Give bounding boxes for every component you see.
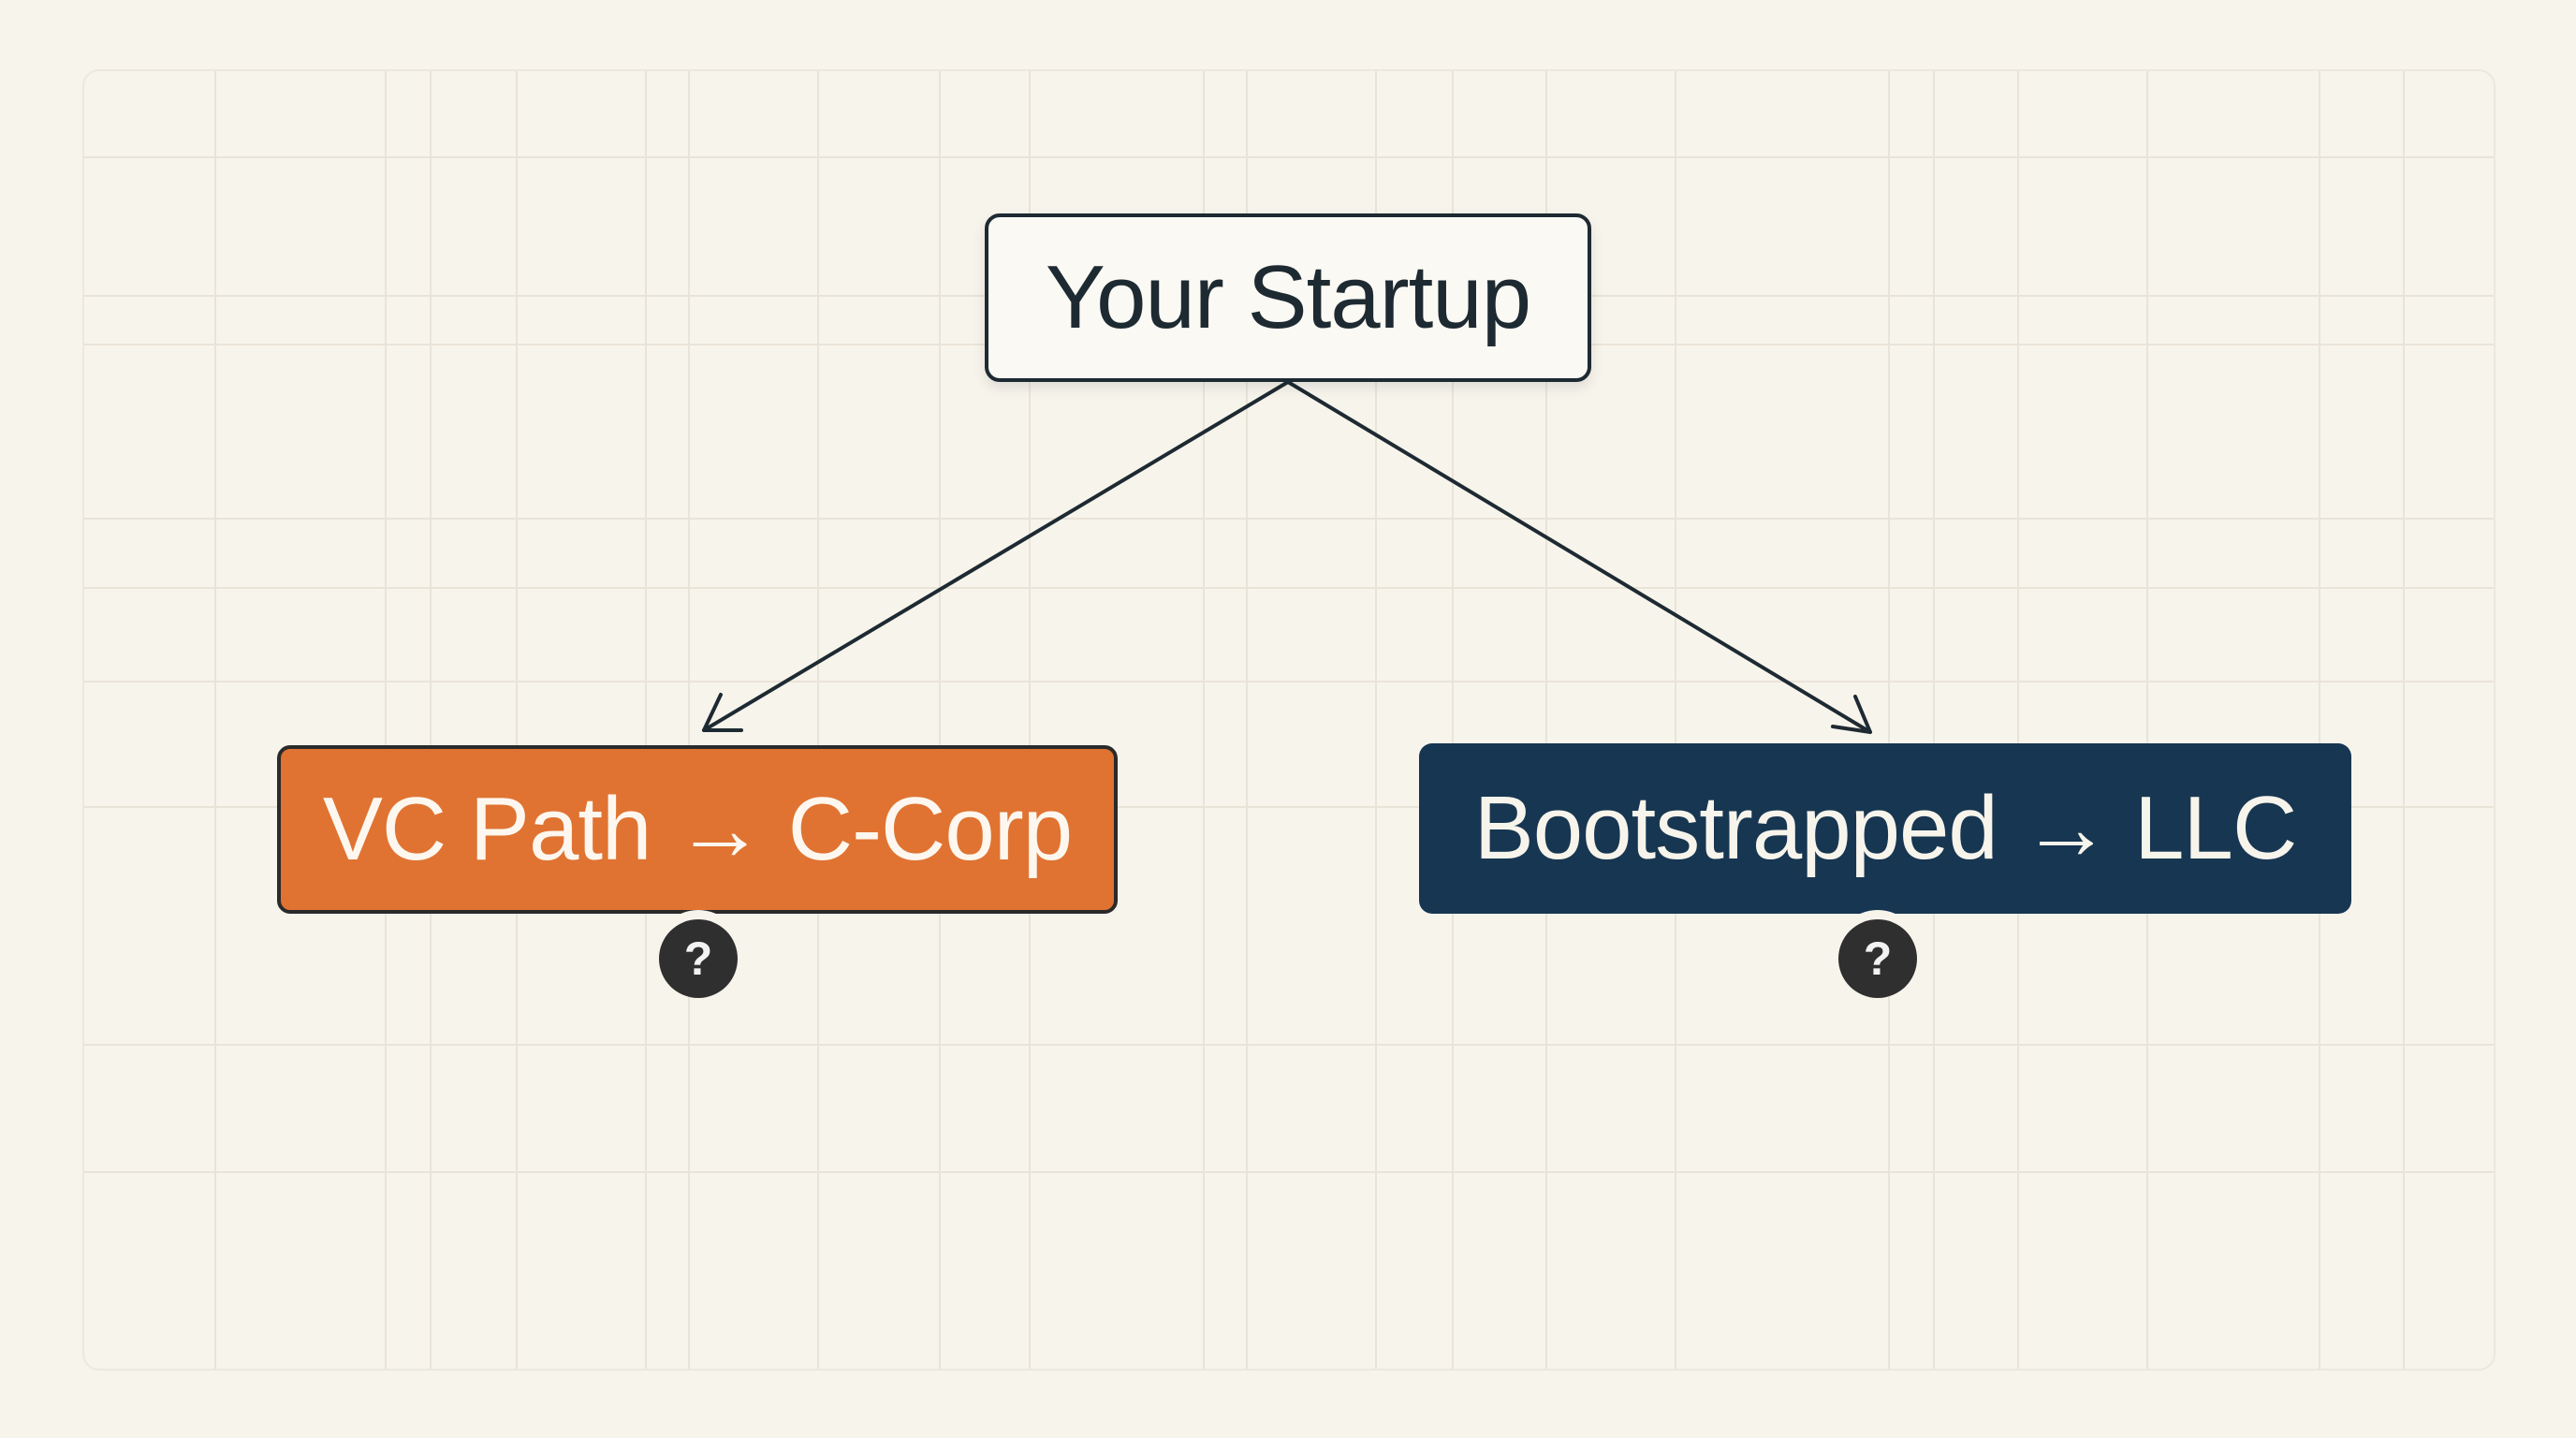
connector-to-vc	[702, 380, 1290, 732]
bootstrapped-label: Bootstrapped → LLC	[1473, 778, 2298, 878]
help-icon[interactable]: ?	[659, 919, 738, 998]
help-icon[interactable]: ?	[1838, 919, 1917, 998]
help-icon-glyph: ?	[1863, 932, 1893, 985]
vc-path-node[interactable]: VC Path → C-Corp	[277, 745, 1118, 914]
vc-path-label: VC Path → C-Corp	[322, 779, 1073, 879]
connector-to-bootstrapped	[1286, 380, 1872, 734]
arrowhead-bootstrapped	[1831, 695, 1872, 734]
root-node[interactable]: Your Startup	[985, 213, 1591, 382]
help-icon-glyph: ?	[683, 932, 713, 985]
arrowhead-vc	[702, 693, 743, 732]
root-node-label: Your Startup	[1045, 247, 1531, 347]
bootstrapped-node[interactable]: Bootstrapped → LLC	[1419, 743, 2351, 914]
